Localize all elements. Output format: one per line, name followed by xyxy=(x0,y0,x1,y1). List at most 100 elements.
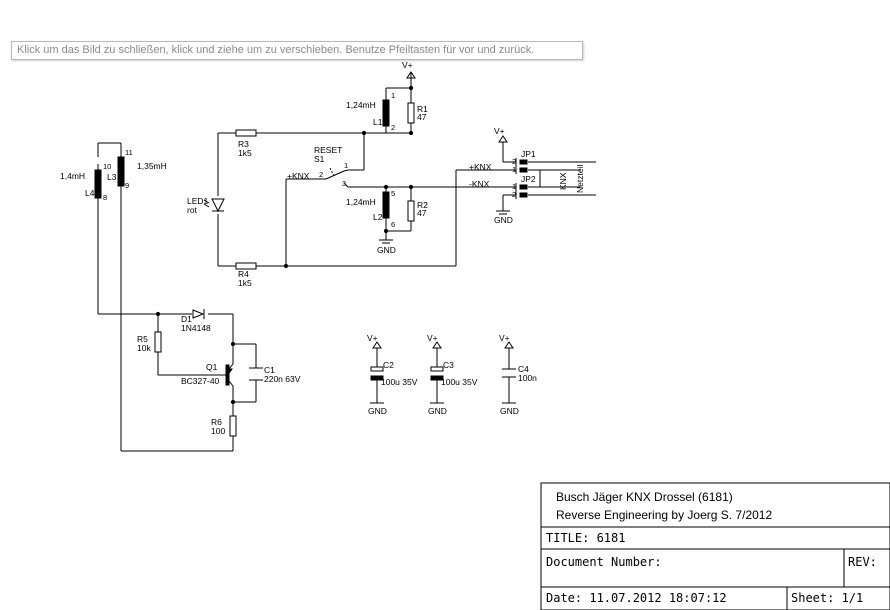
svg-text:47: 47 xyxy=(417,112,427,122)
diode-d1: D1 1N4148 xyxy=(181,309,211,333)
svg-text:L2: L2 xyxy=(373,212,383,222)
svg-text:2: 2 xyxy=(391,123,395,132)
inductor-l3: 11 9 1,35mH L3 xyxy=(107,148,167,190)
rev-field: REV: xyxy=(848,555,877,569)
svg-text:rot: rot xyxy=(187,205,198,215)
svg-text:R1: R1 xyxy=(417,104,428,114)
svg-text:V+: V+ xyxy=(402,60,413,70)
vplus-symbol-top: V+ xyxy=(402,60,416,79)
label-knx: KNX xyxy=(558,172,568,190)
gnd-symbol-jp: GND xyxy=(494,210,513,225)
svg-text:C4: C4 xyxy=(518,364,529,374)
svg-text:9: 9 xyxy=(125,181,129,190)
svg-text:GND: GND xyxy=(428,406,447,416)
jumper-jp1: JP1 2 1 xyxy=(512,149,536,174)
svg-text:R3: R3 xyxy=(238,139,249,149)
capacitor-c3: V+ C3 100u 35V GND xyxy=(427,333,478,416)
svg-text:S1: S1 xyxy=(314,154,325,164)
svg-text:2: 2 xyxy=(319,170,323,179)
svg-text:L3: L3 xyxy=(107,172,117,182)
svg-text:GND: GND xyxy=(368,406,387,416)
svg-text:V+: V+ xyxy=(499,333,510,343)
label-plus-knx-right: +KNX xyxy=(469,162,492,172)
svg-text:8: 8 xyxy=(103,193,107,202)
title-field: TITLE: 6181 xyxy=(546,531,625,545)
gnd-symbol-l2: GND xyxy=(377,239,396,255)
svg-text:11: 11 xyxy=(125,148,133,157)
svg-text:V+: V+ xyxy=(427,333,438,343)
svg-text:Q1: Q1 xyxy=(206,362,218,372)
capacitor-c4: V+ C4 100n GND xyxy=(499,333,537,416)
led-led1: LED1 rot xyxy=(187,196,225,215)
svg-text:1: 1 xyxy=(512,165,516,174)
svg-text:JP2: JP2 xyxy=(521,174,536,184)
svg-text:R4: R4 xyxy=(238,269,249,279)
svg-text:1N4148: 1N4148 xyxy=(181,323,211,333)
svg-text:L4: L4 xyxy=(85,188,95,198)
svg-text:V+: V+ xyxy=(494,126,505,136)
svg-text:3: 3 xyxy=(342,179,346,188)
svg-text:1k5: 1k5 xyxy=(238,148,252,158)
svg-text:2: 2 xyxy=(512,190,516,199)
svg-text:GND: GND xyxy=(494,215,513,225)
svg-text:V+: V+ xyxy=(367,333,378,343)
capacitor-c1: C1 220n 63V xyxy=(249,365,301,384)
svg-text:C3: C3 xyxy=(443,360,454,370)
svg-text:R5: R5 xyxy=(137,334,148,344)
svg-text:D1: D1 xyxy=(181,314,192,324)
capacitor-c2: V+ C2 100u 35V GND xyxy=(367,333,418,416)
document-number-field: Document Number: xyxy=(546,555,662,569)
svg-text:100: 100 xyxy=(211,426,225,436)
label-netzteil: Netzteil xyxy=(575,165,585,193)
title-line2: Reverse Engineering by Joerg S. 7/2012 xyxy=(556,508,772,522)
svg-text:C2: C2 xyxy=(383,360,394,370)
svg-text:1,24mH: 1,24mH xyxy=(346,100,376,110)
svg-text:GND: GND xyxy=(500,406,519,416)
vplus-symbol-jp: V+ xyxy=(494,126,508,143)
resistor-r6: R6 100 xyxy=(211,415,237,437)
svg-text:1: 1 xyxy=(512,182,516,191)
label-minus-knx: -KNX xyxy=(469,179,490,189)
resistor-r3: R3 1k5 xyxy=(235,129,257,158)
resistor-r1: R1 47 xyxy=(407,102,428,124)
junction-dots xyxy=(155,85,414,405)
svg-text:100u 35V: 100u 35V xyxy=(441,377,478,387)
svg-text:2: 2 xyxy=(512,157,516,166)
title-line1: Busch Jäger KNX Drossel (6181) xyxy=(556,490,733,504)
svg-text:RESET: RESET xyxy=(314,145,342,155)
switch-s1-reset: RESET S1 1 2 3 xyxy=(314,145,349,188)
svg-text:10: 10 xyxy=(103,162,111,171)
resistor-r4: R4 1k5 xyxy=(235,262,257,288)
svg-text:C1: C1 xyxy=(264,365,275,375)
svg-text:1: 1 xyxy=(391,91,395,100)
svg-text:R2: R2 xyxy=(417,200,428,210)
transistor-q1: Q1 BC327-40 xyxy=(181,362,234,387)
svg-text:BC327-40: BC327-40 xyxy=(181,376,220,386)
image-viewer-tooltip: Klick um das Bild zu schließen, klick un… xyxy=(11,41,583,60)
jumper-jp2: JP2 1 2 xyxy=(512,174,536,199)
sheet-field: Sheet: 1/1 xyxy=(791,591,863,605)
resistor-r5: R5 10k xyxy=(137,331,162,353)
svg-text:220n 63V: 220n 63V xyxy=(264,374,301,384)
svg-text:1,4mH: 1,4mH xyxy=(60,171,85,181)
svg-text:R6: R6 xyxy=(211,417,222,427)
resistor-r2: R2 47 xyxy=(407,200,428,222)
svg-text:JP1: JP1 xyxy=(521,149,536,159)
svg-text:GND: GND xyxy=(377,245,396,255)
title-block: Busch Jäger KNX Drossel (6181) Reverse E… xyxy=(540,482,890,610)
svg-text:LED1: LED1 xyxy=(187,196,209,206)
svg-text:1k5: 1k5 xyxy=(238,278,252,288)
svg-text:1: 1 xyxy=(344,161,348,170)
svg-text:L1: L1 xyxy=(373,117,383,127)
date-field: Date: 11.07.2012 18:07:12 xyxy=(546,591,727,605)
svg-text:10k: 10k xyxy=(137,343,151,353)
wires xyxy=(97,78,596,452)
svg-text:1,35mH: 1,35mH xyxy=(137,161,167,171)
svg-text:47: 47 xyxy=(417,208,427,218)
svg-text:100n: 100n xyxy=(518,373,537,383)
inductor-l4: 10 8 1,4mH L4 xyxy=(60,162,111,202)
svg-text:5: 5 xyxy=(391,189,395,198)
label-plus-knx-left: +KNX xyxy=(287,171,310,181)
svg-text:1,24mH: 1,24mH xyxy=(346,197,376,207)
